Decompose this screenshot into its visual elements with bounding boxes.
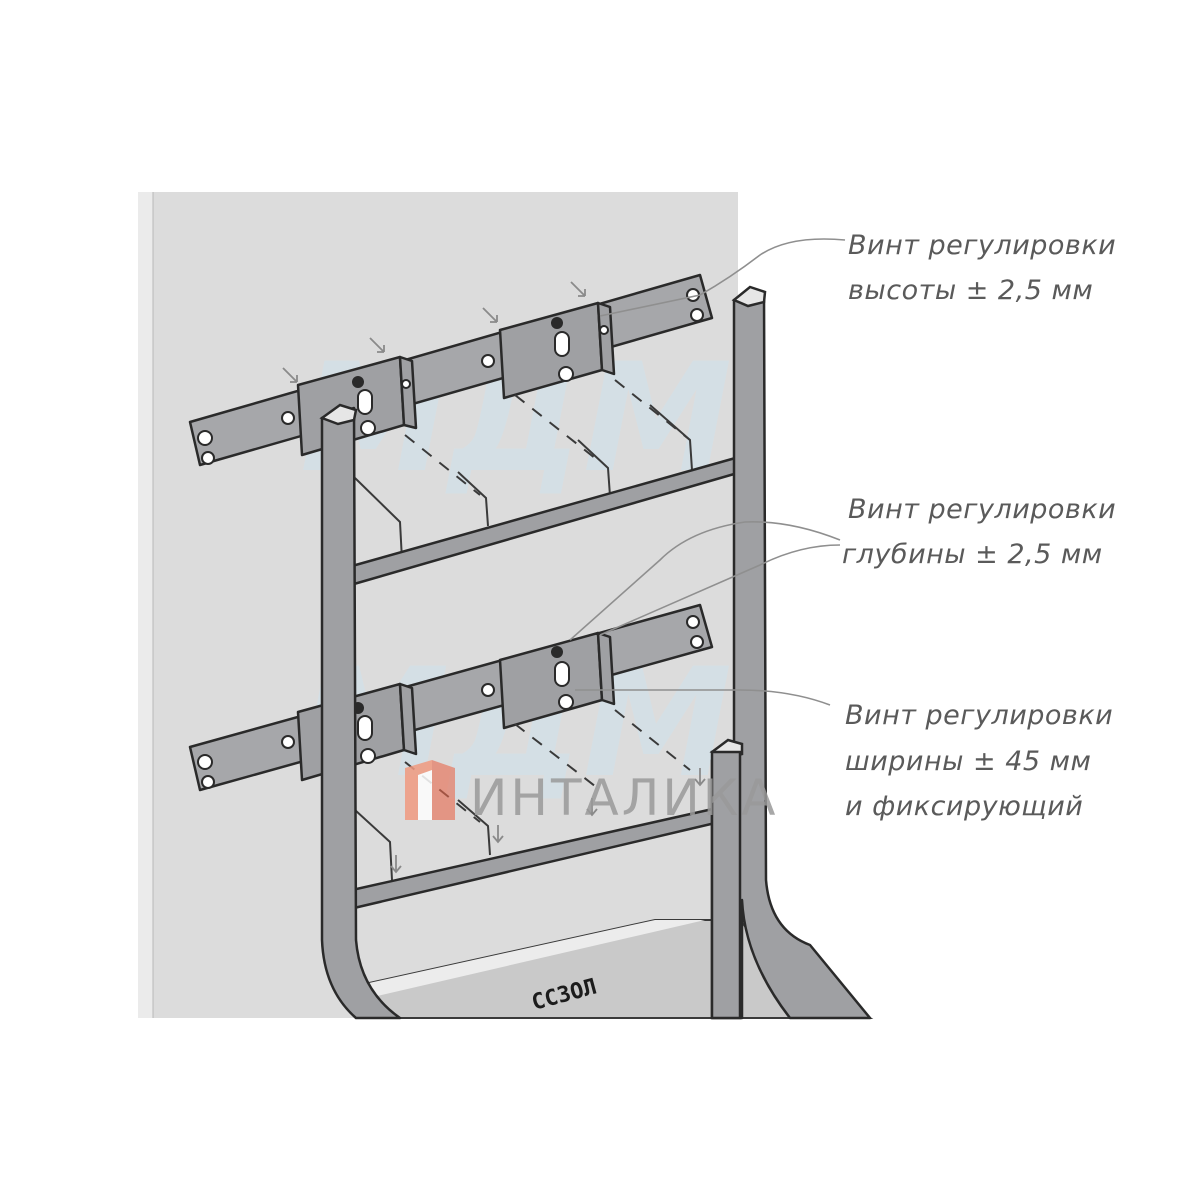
top-dividers bbox=[354, 379, 693, 561]
callout-depth-line2: глубины ± 2,5 мм bbox=[842, 539, 1103, 570]
callout-leaders bbox=[569, 238, 846, 706]
brand-logo: ИНТАЛИКА bbox=[405, 760, 778, 827]
basket-frame bbox=[319, 285, 872, 1020]
callout-width-line2: ширины ± 45 мм bbox=[845, 746, 1091, 777]
callout-width: Винт регулировки ширины ± 45 мм и фиксир… bbox=[845, 700, 1113, 822]
callout-height: Винт регулировки высоты ± 2,5 мм bbox=[848, 230, 1116, 306]
callout-depth: Винт регулировки глубины ± 2,5 мм bbox=[842, 494, 1116, 570]
callout-depth-line1: Винт регулировки bbox=[848, 494, 1116, 525]
callout-height-line1: Винт регулировки bbox=[848, 230, 1116, 261]
callout-width-line1: Винт регулировки bbox=[845, 700, 1113, 731]
brand-logo-text: ИНТАЛИКА bbox=[470, 769, 778, 827]
callout-height-line2: высоты ± 2,5 мм bbox=[848, 275, 1093, 306]
callout-width-line3: и фиксирующий bbox=[845, 791, 1083, 822]
